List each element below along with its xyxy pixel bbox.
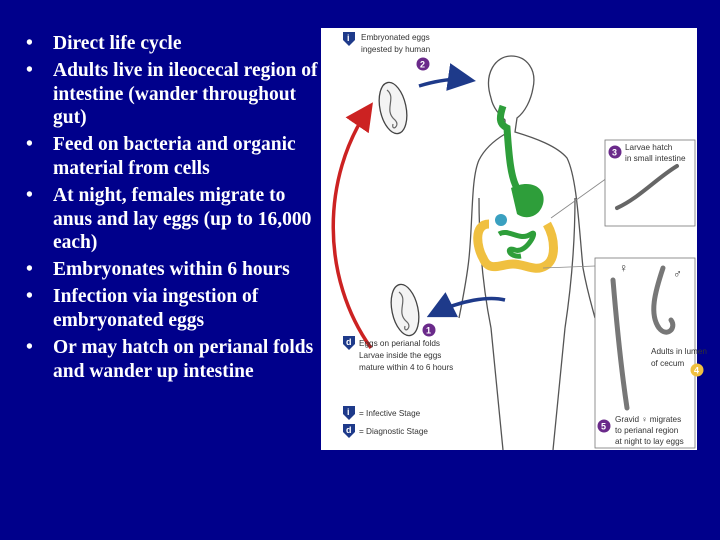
legend-diagnostic-label: = Diagnostic Stage: [359, 427, 428, 436]
bullet-text: Infection via ingestion of embryonated e…: [53, 286, 259, 332]
step-3-badge: 3: [612, 148, 617, 158]
bullet-text: Direct life cycle: [53, 33, 182, 54]
stage-legend: i = Infective Stage d = Diagnostic Stage: [343, 406, 428, 438]
step-perianal-eggs: d 1 Eggs on perianal folds Larvae inside…: [343, 323, 453, 372]
step-1-badge-shape: [422, 323, 436, 337]
infective-badge-shape: [343, 32, 355, 46]
step-perianal-line1: Eggs on perianal folds: [359, 339, 440, 348]
larvae-pointer-line: [550, 177, 608, 219]
step-larvae-line2: in small intestine: [625, 154, 686, 163]
bullet-text: Or may hatch on perianal folds and wande…: [53, 337, 314, 382]
legend-diagnostic-badge: d: [346, 425, 352, 435]
bullet-marker: •: [26, 60, 33, 82]
bullet-item: • Direct life cycle: [22, 32, 322, 56]
gut-illustration: [473, 104, 558, 273]
life-cycle-figure: i Embryonated eggs ingested by human 2 3…: [321, 28, 707, 451]
bullet-item: • At night, females migrate to anus and l…: [22, 184, 322, 255]
embryonated-egg-top: [378, 81, 408, 135]
bullet-marker: •: [26, 337, 33, 359]
bullet-marker: •: [26, 33, 33, 54]
step-5-badge: 5: [601, 422, 606, 432]
legend-infective-badge: i: [347, 407, 350, 417]
step-ingestion-line2: ingested by human: [361, 45, 431, 54]
bullet-item: • Or may hatch on perianal folds and wand…: [22, 336, 322, 383]
ingestion-arrow: [418, 63, 476, 91]
bullet-text: At night, females migrate to anus and la…: [53, 185, 312, 254]
male-symbol: ♂: [673, 267, 682, 281]
bullet-item: • Adults live in ileocecal region of inte…: [22, 59, 322, 130]
eggs-laid-arrow: [426, 292, 506, 318]
step-2-badge-shape: [416, 57, 430, 71]
step-larvae-hatch: 3 Larvae hatch in small intestine: [604, 139, 696, 227]
bullet-item: • Feed on bacteria and organic material f…: [22, 133, 322, 180]
step-larvae-line1: Larvae hatch: [625, 143, 673, 152]
cycle-arrow: [331, 102, 373, 350]
bullet-list: • Direct life cycle • Adults live in ileoc…: [22, 32, 322, 387]
larva-illustration: [615, 164, 679, 210]
step-ingestion: i Embryonated eggs ingested by human 2: [343, 32, 431, 71]
legend-infective-label: = Infective Stage: [359, 409, 421, 418]
adults-pointer-line: [542, 265, 596, 269]
step-perianal-line3: mature within 4 to 6 hours: [359, 363, 453, 372]
step-3-badge-shape: [608, 145, 622, 159]
infective-badge: i: [347, 33, 350, 43]
bullet-text: Adults live in ileocecal region of intes…: [53, 60, 318, 129]
male-worm-illustration: [651, 265, 676, 335]
life-cycle-diagram: i Embryonated eggs ingested by human 2 3…: [331, 32, 707, 451]
legend-diagnostic-badge-shape: [343, 424, 355, 438]
step-migrate-line1: Gravid ♀ migrates: [615, 415, 681, 424]
step-adults-line1: Adults in lumen: [651, 347, 707, 356]
diagnostic-badge: d: [346, 337, 352, 347]
step-ingestion-line1: Embryonated eggs: [361, 33, 430, 42]
legend-infective-badge-shape: [343, 406, 355, 420]
bullet-item: • Embryonates within 6 hours: [22, 258, 322, 282]
step-4-badge-shape: [690, 363, 704, 377]
step-perianal-line2: Larvae inside the eggs: [359, 351, 441, 360]
step-1-badge: 1: [426, 326, 431, 336]
step-4-badge: 4: [694, 366, 699, 376]
step-2-badge: 2: [420, 60, 425, 70]
bullet-item: • Infection via ingestion of embryonated …: [22, 285, 322, 332]
bullet-marker: •: [26, 286, 33, 308]
step-migrate-line2: to perianal region: [615, 426, 679, 435]
diagnostic-badge-shape: [343, 336, 355, 350]
bullet-text: Embryonates within 6 hours: [53, 259, 290, 281]
bullet-marker: •: [26, 134, 33, 156]
female-symbol: ♀: [619, 261, 628, 275]
embryonated-egg-bottom: [390, 283, 420, 337]
step-adults: ♀ ♂ Adults in lumen of cecum 4 5 Gravid …: [594, 257, 707, 449]
bullet-marker: •: [26, 185, 33, 207]
step-adults-line2: of cecum: [651, 359, 684, 368]
bullet-text: Feed on bacteria and organic material fr…: [53, 134, 296, 179]
step-migrate-line3: at night to lay eggs: [615, 437, 684, 446]
bullet-marker: •: [26, 259, 33, 281]
female-worm-illustration: [610, 277, 630, 411]
step-5-badge-shape: [597, 419, 611, 433]
